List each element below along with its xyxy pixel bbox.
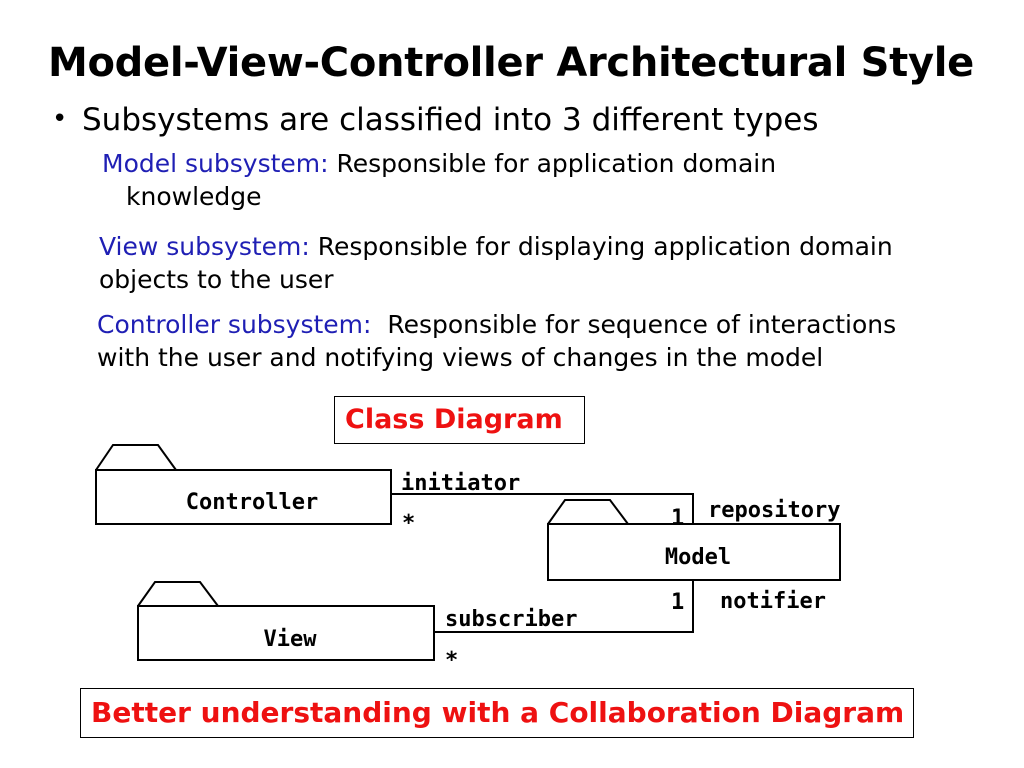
- subscriber-role-label: subscriber: [445, 607, 577, 632]
- model-subsystem-desc: Responsible for application domain: [328, 149, 777, 178]
- view-subsystem-item: View subsystem: Responsible for displayi…: [99, 230, 893, 296]
- model-package-box: [547, 523, 841, 581]
- initiator-role-label: initiator: [401, 471, 520, 496]
- model-subsystem-line1: Model subsystem: Responsible for applica…: [102, 147, 776, 180]
- view-subsystem-desc-line2: objects to the user: [99, 265, 334, 294]
- model-package-tab: [547, 499, 629, 525]
- view-package-label: View: [264, 627, 318, 652]
- view-subsystem-line1: View subsystem: Responsible for displayi…: [99, 230, 893, 263]
- controller-package-box: [95, 469, 392, 525]
- controller-subsystem-term: Controller subsystem:: [97, 310, 372, 339]
- model-subsystem-term: Model subsystem:: [102, 149, 329, 178]
- controller-subsystem-desc-line2: with the user and notifying views of cha…: [97, 343, 824, 372]
- view-model-association: [434, 580, 694, 633]
- controller-subsystem-line1: Controller subsystem: Responsible for se…: [97, 308, 896, 341]
- controller-model-association: [391, 493, 694, 524]
- view-subsystem-desc: Responsible for displaying application d…: [309, 232, 893, 261]
- controller-package-label: Controller: [186, 490, 318, 515]
- controller-subsystem-item: Controller subsystem: Responsible for se…: [97, 308, 896, 374]
- slide-title: Model-View-Controller Architectural Styl…: [48, 40, 974, 86]
- view-multiplicity: *: [445, 648, 458, 673]
- model-subsystem-desc-line2: knowledge: [126, 182, 262, 211]
- collaboration-diagram-label: Better understanding with a Collaboratio…: [80, 688, 914, 738]
- view-package-tab: [137, 581, 219, 607]
- notifier-multiplicity: 1: [671, 590, 684, 615]
- model-package-label: Model: [665, 545, 731, 570]
- repository-role-label: repository: [708, 498, 840, 523]
- controller-package-tab: [95, 444, 177, 471]
- repository-multiplicity: 1: [671, 506, 684, 531]
- model-subsystem-item: Model subsystem: Responsible for applica…: [102, 147, 776, 213]
- bullet-text: Subsystems are classified into 3 differe…: [82, 102, 819, 138]
- bullet-icon: •: [52, 104, 68, 134]
- class-diagram-label: Class Diagram: [334, 396, 585, 444]
- controller-multiplicity: *: [402, 511, 415, 536]
- notifier-role-label: notifier: [720, 589, 826, 614]
- view-subsystem-term: View subsystem:: [99, 232, 310, 261]
- controller-subsystem-desc: Responsible for sequence of interactions: [371, 310, 897, 339]
